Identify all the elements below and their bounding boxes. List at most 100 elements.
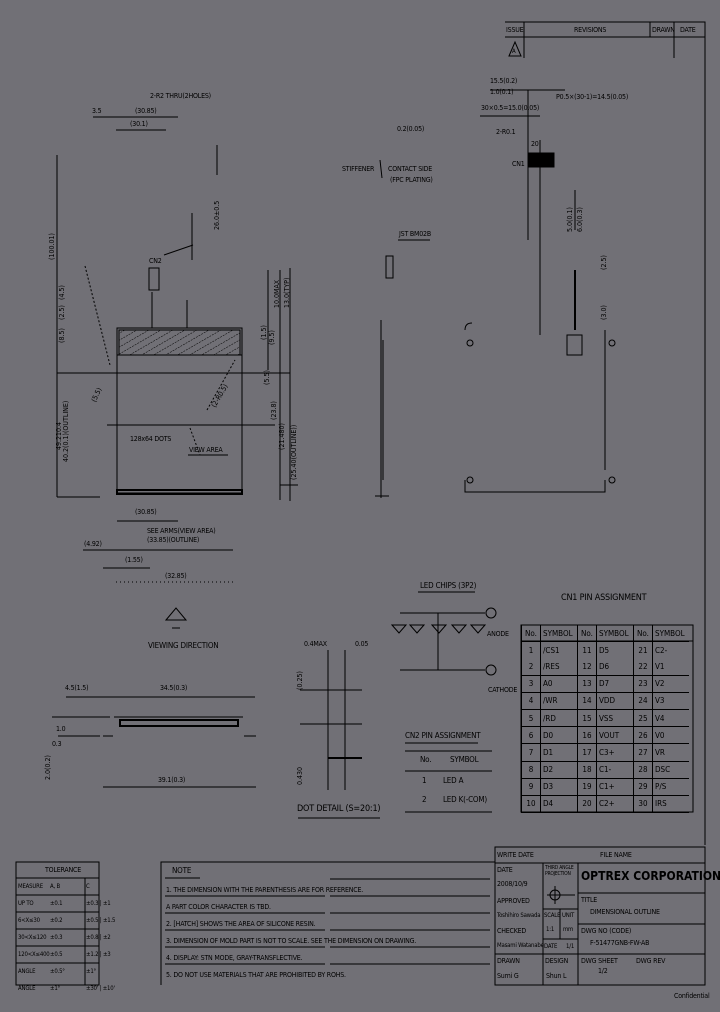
viewing-direction-label: VIEWING DIRECTION	[148, 641, 219, 650]
tb-approved: Toshihiro Sawada	[497, 912, 541, 919]
pin-symbol: C1+	[596, 778, 634, 796]
revision-block-lines	[505, 21, 706, 845]
pin-number: 9	[521, 778, 541, 796]
pin-number: 16	[577, 726, 597, 745]
tb-write-date: WRITE DATE	[497, 851, 534, 859]
tb-approved-label: APPROVED	[497, 897, 530, 905]
pin-symbol: IRS	[652, 795, 689, 814]
tolerance-cell: MEASURE	[18, 883, 43, 890]
bv-dim-5: 0.3	[52, 740, 62, 748]
pin-symbol: D0	[540, 726, 578, 745]
pin-symbol: P/S	[652, 778, 689, 796]
cn2-header-no: No.	[420, 755, 432, 764]
cn2-row-1-symbol: LED A	[443, 776, 464, 785]
pin-symbol: D6	[596, 658, 634, 676]
tb-design: Shun L	[546, 972, 567, 980]
tolerance-cell: 6<X≤30	[18, 917, 40, 924]
pin-symbol: V1	[652, 658, 689, 676]
pin-symbol: D7	[596, 675, 634, 693]
cn1-h4: No.	[633, 625, 653, 643]
pin-symbol: D3	[540, 778, 578, 796]
pin-number: 7	[521, 743, 541, 762]
dim-right-0: 10.0MAX	[273, 279, 281, 308]
cn2-row-2-no: 2	[422, 795, 427, 804]
dot-detail-lines	[298, 650, 380, 819]
note-3: 3. DIMENSION OF MOLD PART IS NOT TO SCAL…	[166, 937, 417, 945]
tb-sheet-label: DWG SHEET	[581, 957, 618, 965]
tolerance-cell: ±0.3	[50, 934, 63, 941]
tb-date-label: DATE	[497, 866, 513, 874]
tb-design-label: DESIGN	[545, 957, 569, 965]
dim-left-0: (100.01)	[48, 233, 56, 260]
pin-number: 22	[633, 658, 653, 676]
pin-number: 14	[577, 692, 597, 710]
dim-bottom-2: (33.85)(OUTLINE)	[147, 536, 200, 544]
pin-number: 5	[521, 709, 541, 728]
rev-header-date: DATE	[680, 26, 696, 34]
cn1-header-row: No. SYMBOL No. SYMBOL No. SYMBOL	[521, 625, 689, 643]
cn1-h0: No.	[521, 625, 541, 643]
label-fpc-plating: (FPC PLATING)	[390, 176, 433, 184]
tolerance-title: TOLERANCE	[45, 866, 81, 874]
bottom-view-lines	[52, 696, 256, 788]
led-title: LED CHIPS (3P2)	[420, 581, 477, 590]
tolerance-table-lines	[15, 861, 100, 986]
tolerance-cell: UP TO	[18, 900, 34, 907]
dim-bottom-5: (32.85)	[165, 572, 187, 580]
pin-symbol: V2	[652, 675, 689, 693]
cn2-table-lines	[405, 742, 492, 813]
note-2: 2. [HATCH] SHOWS THE AREA OF SILICONE RE…	[166, 920, 316, 928]
front-view-lines	[56, 116, 298, 583]
dim-r-7: 6.0(0.3)	[576, 207, 584, 232]
dim-right-1: 13.0(TYP)	[283, 277, 291, 308]
bv-dim-4: 1.0	[56, 725, 66, 733]
dim-bottom-4: (1.55)	[125, 556, 143, 564]
pin-symbol: /RD	[540, 709, 578, 728]
dim-top-3: (30.1)	[130, 120, 148, 128]
dim-right-4: (5.5)	[263, 370, 271, 385]
tb-unit: mm	[563, 926, 574, 933]
tolerance-cell: ±0.1	[50, 900, 63, 907]
rev-mark: A	[512, 48, 516, 55]
label-connector: JST BM02B	[399, 230, 431, 238]
led-circuit-lines	[390, 591, 497, 676]
tb-checked-label: CHECKED	[497, 927, 527, 935]
pin-symbol: C1-	[596, 761, 634, 779]
pin-symbol: V3	[652, 692, 689, 710]
dim-top-1: 3.5	[92, 107, 102, 115]
tolerance-cell: ANGLE	[18, 968, 36, 975]
dim-right-3: (1.5)	[260, 325, 268, 340]
rev-header-revisions: REVISIONS	[574, 26, 607, 34]
cn1-title: CN1 PIN ASSIGNMENT	[561, 593, 647, 603]
cn1-h1: SYMBOL	[540, 625, 578, 643]
pin-number: 12	[577, 658, 597, 676]
bv-dim-3: 2.0(0.2)	[44, 755, 52, 780]
pin-number: 6	[521, 726, 541, 745]
led-cathode: CATHODE	[488, 686, 518, 694]
cn2-row-2-symbol: LED K(-COM)	[443, 795, 488, 804]
dim-r-9: (3.0)	[600, 305, 608, 320]
tolerance-cell: ±1.2 | ±3	[86, 951, 111, 958]
cn1-h3: SYMBOL	[596, 625, 634, 643]
pin-number: 20	[577, 795, 597, 814]
dim-r-8: (2.5)	[600, 255, 608, 270]
pin-symbol: /CS1	[540, 641, 578, 659]
pin-symbol: A0	[540, 675, 578, 693]
pin-symbol: VSS	[596, 709, 634, 728]
pin-number: 24	[633, 692, 653, 710]
tb-date2: 1/1	[566, 943, 575, 950]
dim-holes: 2-R2 THRU(2HOLES)	[150, 92, 211, 100]
tb-date: 2008/10/9	[497, 880, 528, 888]
label-dots: 128x64 DOTS	[130, 435, 172, 443]
bv-dim-0: 4.5(1.5)	[65, 684, 89, 692]
tolerance-cell: ±1°	[50, 985, 61, 992]
dim-right-7: (25.40(OUTLINE))	[290, 424, 298, 480]
tb-file-name: FILE NAME	[600, 851, 632, 859]
